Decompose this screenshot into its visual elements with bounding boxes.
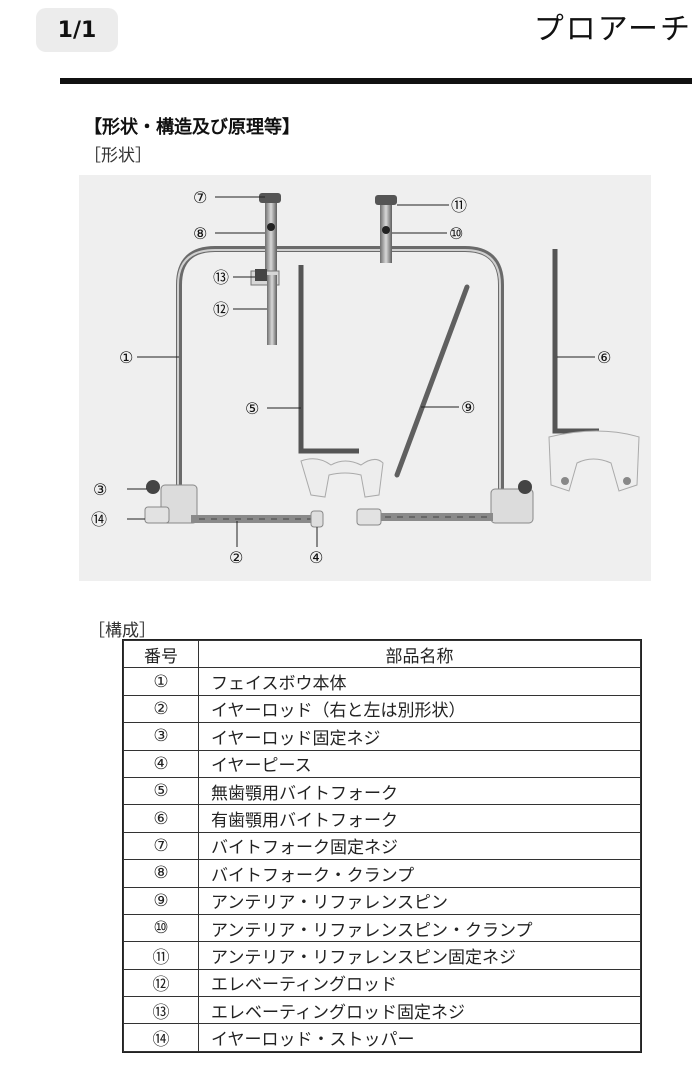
row-number: ③	[123, 722, 199, 751]
row-number: ⑬	[123, 996, 199, 1025]
row-name: イヤーロッド固定ネジ	[198, 722, 641, 751]
section-heading: 【形状・構造及び原理等】	[84, 117, 300, 138]
row-number: ⑤	[123, 776, 199, 806]
callout-14: ⑭	[91, 510, 107, 529]
callout-4: ④	[309, 548, 323, 567]
row-number: ①	[123, 667, 199, 696]
row-name: イヤーロッド・ストッパー	[198, 1023, 641, 1052]
callout-2: ②	[229, 548, 243, 567]
table-header-row: 番号 部品名称	[123, 639, 641, 669]
header-number: 番号	[123, 639, 199, 669]
row-name: 有歯顎用バイトフォーク	[198, 804, 641, 833]
composition-label: ［構成］	[88, 621, 156, 641]
row-number: ⑦	[123, 831, 199, 861]
row-number: ⑥	[123, 804, 199, 833]
row-name: イヤーロッド（右と左は別形状）	[198, 694, 641, 724]
callout-12: ⑫	[213, 300, 229, 319]
product-illustration: ⑦ ⑧ ⑬ ⑫ ① ⑤ ③ ⑭ ② ④ ⑪ ⑩ ⑨ ⑥	[79, 175, 651, 581]
callout-13: ⑬	[213, 268, 229, 287]
callout-5: ⑤	[245, 399, 259, 418]
callout-8: ⑧	[193, 224, 207, 243]
shape-label: ［形状］	[84, 146, 152, 166]
row-number: ⑩	[123, 913, 199, 943]
callout-11: ⑪	[451, 196, 467, 215]
page-indicator[interactable]: 1/1	[36, 8, 118, 52]
row-name: イヤーピース	[198, 749, 641, 778]
callout-1: ①	[119, 348, 133, 367]
row-number: ⑨	[123, 886, 199, 915]
header-rule	[60, 78, 692, 84]
row-name: エレベーティングロッド	[198, 968, 641, 998]
row-number: ⑭	[123, 1023, 199, 1052]
row-name: バイトフォーク・クランプ	[198, 859, 641, 888]
row-number: ②	[123, 694, 199, 724]
callout-3: ③	[93, 480, 107, 499]
row-number: ⑪	[123, 941, 199, 970]
row-number: ⑧	[123, 859, 199, 888]
row-name: アンテリア・リファレンスピン固定ネジ	[198, 941, 641, 970]
document-title: プロアーチ	[533, 12, 692, 47]
row-name: フェイスボウ本体	[198, 667, 641, 696]
row-number: ④	[123, 749, 199, 778]
row-name: エレベーティングロッド固定ネジ	[198, 996, 641, 1025]
callout-7: ⑦	[193, 188, 207, 207]
row-name: アンテリア・リファレンスピン・クランプ	[198, 913, 641, 943]
row-name: アンテリア・リファレンスピン	[198, 886, 641, 915]
row-name: バイトフォーク固定ネジ	[198, 831, 641, 861]
callout-10: ⑩	[449, 224, 463, 243]
callout-9: ⑨	[461, 398, 475, 417]
callout-6: ⑥	[597, 348, 611, 367]
header-name: 部品名称	[198, 639, 641, 669]
row-number: ⑫	[123, 968, 199, 998]
row-name: 無歯顎用バイトフォーク	[198, 776, 641, 806]
